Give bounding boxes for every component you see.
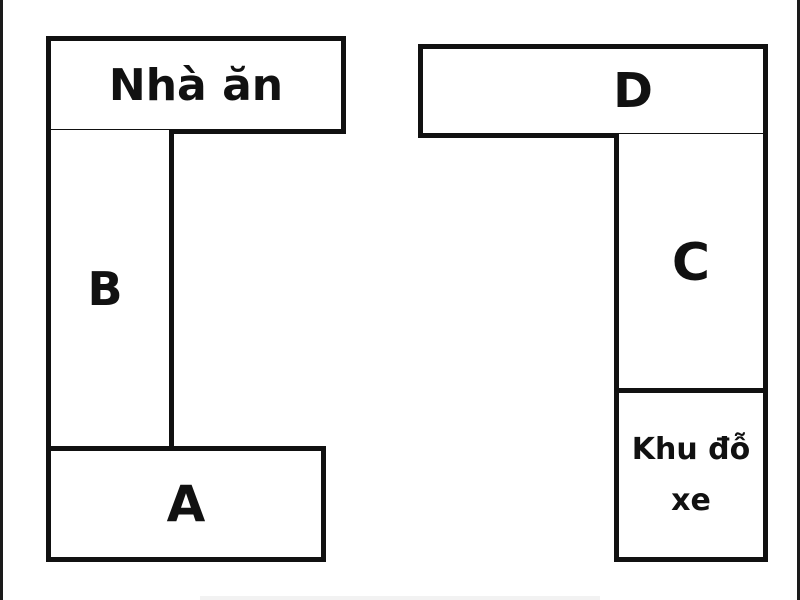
block-b-label: B — [87, 262, 123, 317]
block-b: B — [46, 130, 174, 450]
block-d-label: D — [613, 63, 653, 119]
block-nha-an: Nhà ăn — [46, 36, 346, 134]
block-a-label: A — [166, 474, 206, 533]
block-d: D — [418, 44, 768, 138]
right-frame-edge — [797, 0, 800, 600]
block-parking: Khu đỗ xe — [614, 388, 768, 562]
bottom-strip — [200, 596, 600, 600]
block-nha-an-label: Nhà ăn — [108, 59, 284, 111]
block-c: C — [614, 134, 768, 392]
block-c-label: C — [671, 232, 711, 293]
block-a: A — [46, 446, 326, 562]
parking-label-line1: Khu đỗ — [631, 431, 751, 467]
parking-label-line2: xe — [671, 483, 711, 518]
left-frame-edge — [0, 0, 3, 600]
